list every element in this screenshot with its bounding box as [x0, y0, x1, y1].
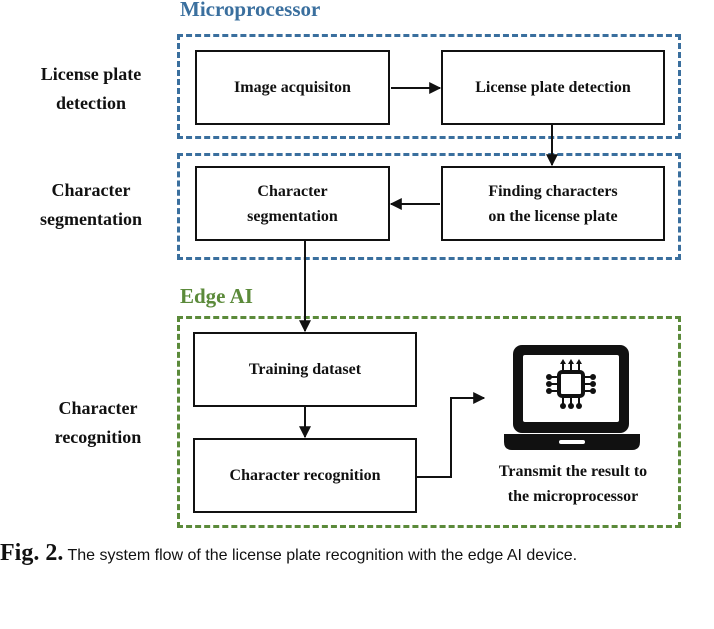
- box-label: License plate detection: [475, 79, 631, 96]
- finding-characters-box: Finding characters on the license plate: [441, 166, 665, 241]
- box-label: Character recognition: [229, 467, 381, 484]
- side-label-line: segmentation: [40, 209, 142, 229]
- training-dataset-box: Training dataset: [193, 332, 417, 407]
- box-label: Finding characters: [488, 182, 618, 200]
- box-label: segmentation: [247, 207, 338, 225]
- box-label: Training dataset: [248, 361, 362, 378]
- license-plate-detection-box: License plate detection: [441, 50, 665, 125]
- caption-text: The system flow of the license plate rec…: [63, 547, 578, 564]
- figure-number: Fig. 2.: [0, 540, 64, 566]
- laptop-chip-icon: [504, 345, 640, 450]
- character-recognition-box: Character recognition: [193, 438, 417, 513]
- edge-ai-group-title: Edge AI: [180, 284, 253, 308]
- box-label: on the license plate: [488, 207, 618, 225]
- character-segmentation-zone: [177, 153, 681, 260]
- side-label-line: License plate: [40, 64, 142, 84]
- side-label-line: Character: [51, 180, 131, 200]
- side-label-license-plate-detection: License plate detection: [6, 60, 176, 118]
- side-label-line: recognition: [54, 427, 142, 447]
- box-label: Image acquisiton: [234, 79, 351, 96]
- side-label-line: detection: [56, 93, 126, 113]
- figure-caption: Fig. 2. The system flow of the license p…: [0, 541, 714, 565]
- device-label-line: the microprocessor: [507, 488, 639, 505]
- side-label-line: Character: [58, 398, 138, 418]
- microprocessor-group-title: Microprocessor: [180, 0, 321, 21]
- edge-ai-zone: [177, 316, 681, 528]
- device-label: Transmit the result to the microprocesso…: [468, 459, 678, 509]
- side-label-character-segmentation: Character segmentation: [6, 176, 176, 234]
- character-segmentation-box: Character segmentation: [195, 166, 390, 241]
- image-acquisition-box: Image acquisiton: [195, 50, 390, 125]
- license-plate-detection-zone: [177, 34, 681, 139]
- box-label: Character: [257, 182, 328, 200]
- arrow-recognition-to-device: [417, 392, 486, 478]
- side-label-character-recognition: Character recognition: [13, 394, 183, 452]
- device-label-line: Transmit the result to: [498, 463, 648, 480]
